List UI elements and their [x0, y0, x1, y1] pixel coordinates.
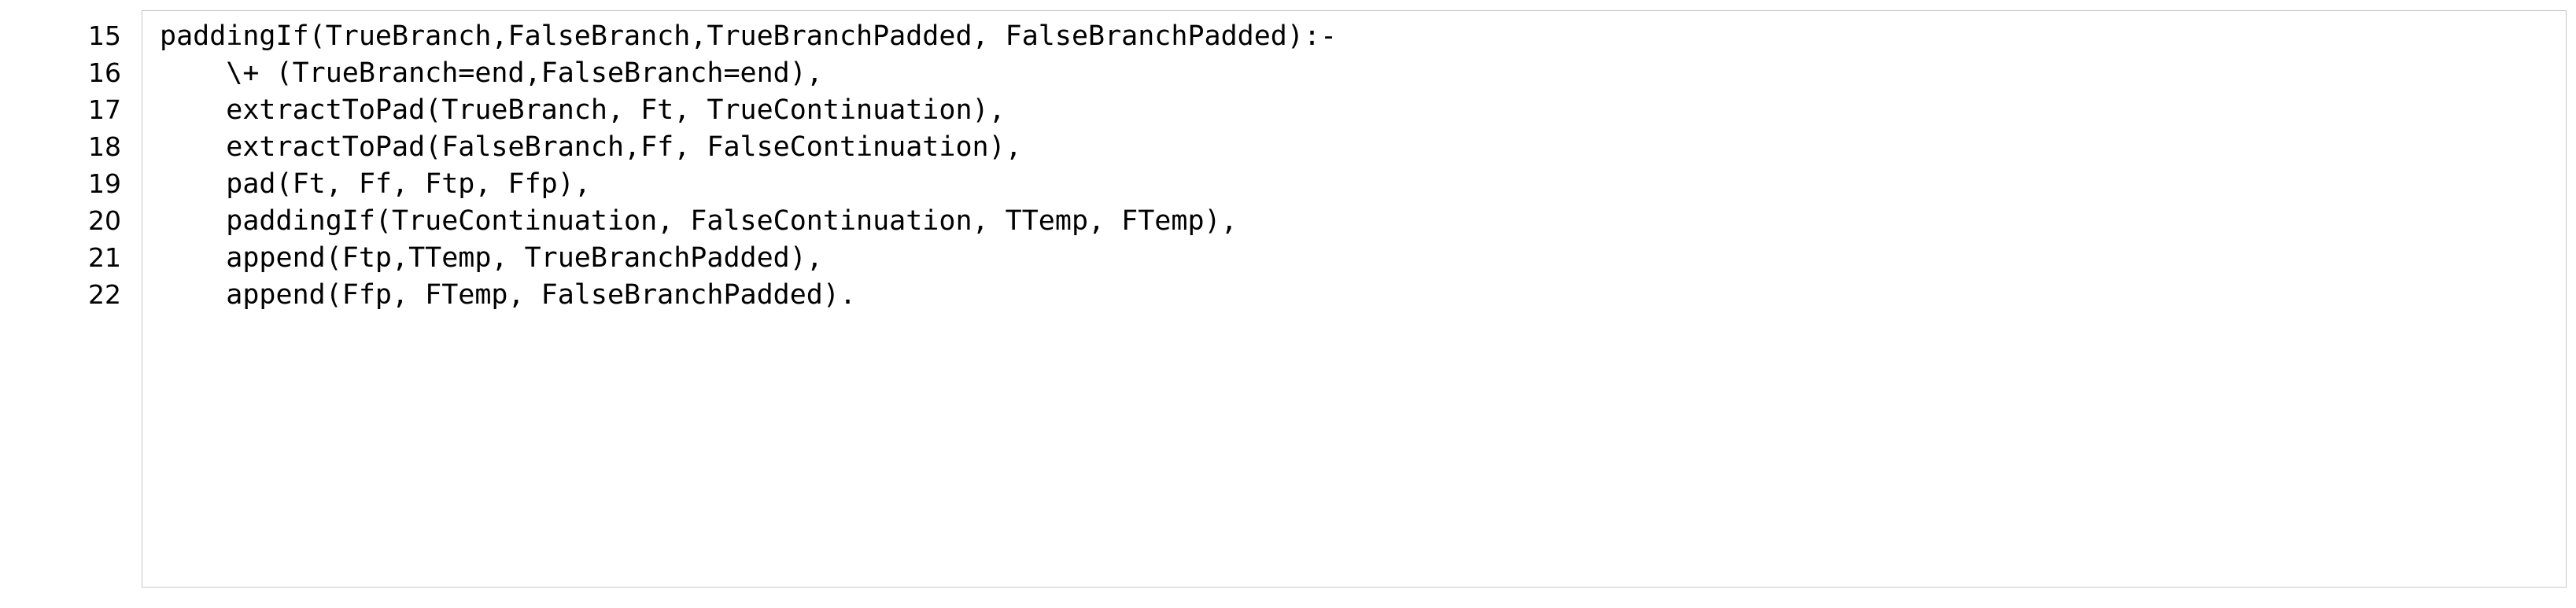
line-number: 19	[88, 168, 121, 199]
code-line: extractToPad(FalseBranch,Ff, FalseContin…	[160, 131, 1022, 163]
line-number: 17	[88, 94, 121, 125]
code-line: extractToPad(TrueBranch, Ft, TrueContinu…	[160, 94, 1006, 126]
code-line: paddingIf(TrueContinuation, FalseContinu…	[160, 205, 1238, 237]
code-line: paddingIf(TrueBranch,FalseBranch,TrueBra…	[160, 20, 1338, 52]
line-number: 22	[88, 279, 121, 310]
line-number: 21	[88, 242, 121, 273]
line-number-gutter: 15 16 17 18 19 20 21 22	[0, 0, 142, 313]
code-line: append(Ffp, FTemp, FalseBranchPadded).	[160, 279, 857, 311]
line-number: 16	[88, 57, 121, 88]
line-number: 18	[88, 131, 121, 162]
code-block[interactable]: paddingIf(TrueBranch,FalseBranch,TrueBra…	[142, 10, 2567, 588]
code-line: \+ (TrueBranch=end,FalseBranch=end),	[160, 57, 823, 89]
code-line: pad(Ft, Ff, Ftp, Ffp),	[160, 168, 591, 200]
line-number: 15	[88, 20, 121, 51]
code-line: append(Ftp,TTemp, TrueBranchPadded),	[160, 242, 823, 274]
line-number: 20	[88, 205, 121, 236]
